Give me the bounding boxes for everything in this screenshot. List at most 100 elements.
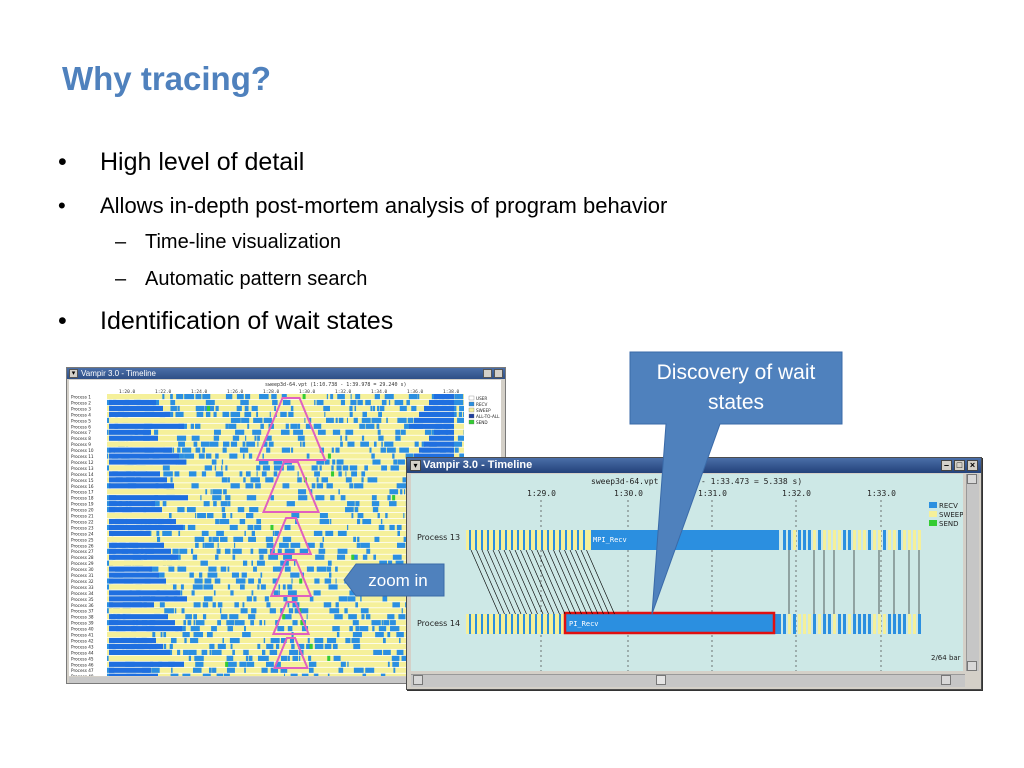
overview-row-bg [107,435,464,441]
p13-stripe [553,530,555,550]
overview-recv-bar [211,459,217,465]
overview-recv-bar [354,405,357,412]
overview-wait-bar [109,614,168,620]
zoom-in-label: zoom in [368,571,428,590]
window-menu-icon[interactable]: ▾ [410,460,421,471]
overview-recv-bar [392,554,402,560]
overview-process-label: Process 11 [71,454,94,459]
p14-right-bar [828,614,831,634]
overview-timeline-chart: sweep3d-64.vpt (1:10.738 - 1:39.978 = 29… [71,382,500,676]
p14-right-bar [798,614,801,634]
overview-wait-bar-end [434,394,454,400]
overview-recv-bar [414,441,419,447]
overview-recv-bar [180,590,183,596]
scroll-right-button[interactable] [941,675,951,685]
p13-right-bar [908,530,911,550]
overview-recv-bar [251,405,258,412]
overview-recv-bar [365,399,371,406]
p14-stripe [481,614,483,634]
p14-stripe [529,614,531,634]
overview-recv-bar [176,394,184,400]
overview-recv-bar [259,394,269,400]
overview-highlight-trapezoid [255,397,327,461]
overview-wait-bar [109,477,167,483]
overview-hscrollbar[interactable] [69,677,503,683]
overview-recv-bar [289,649,299,655]
overview-highlight-trapezoid [271,601,311,635]
overview-recv-bar [305,423,311,429]
overview-recv-bar [242,453,245,459]
overview-process-label: Process 32 [71,579,94,584]
p13-stripe [469,530,471,550]
overview-recv-bar [220,614,228,620]
p13-right-bar [903,530,906,550]
scroll-up-button[interactable] [967,474,977,484]
overview-wait-bar [109,536,157,542]
bullet-mark: • [58,148,67,176]
overview-recv-bar [345,429,354,435]
overview-recv-bar [247,524,254,531]
overview-recv-bar [359,423,365,429]
close-icon[interactable]: × [967,460,978,471]
overview-row-bg [107,608,464,614]
overview-recv-bar [187,620,192,626]
overview-recv-bar [200,441,210,447]
overview-recv-bar [244,530,246,536]
overview-recv-bar [205,411,211,417]
overview-recv-bar [271,394,277,400]
overview-recv-bar [259,554,264,560]
overview-recv-bar [182,632,190,638]
minimize-icon[interactable] [483,369,492,378]
callout-label: Discovery of wait states [656,361,816,414]
scroll-left-button[interactable] [413,675,423,685]
overview-row-bg [107,513,464,519]
overview-recv-bar [213,435,220,441]
zoom-hscrollbar[interactable] [411,674,965,687]
overview-recv-bar [350,394,352,400]
overview-send-bar [327,453,331,459]
overview-recv-bar [203,596,213,602]
overview-row-bg [107,405,464,412]
overview-recv-bar [362,554,368,560]
scroll-down-button[interactable] [967,661,977,671]
overview-recv-bar [361,614,365,620]
overview-recv-bar [380,673,386,676]
message-line [503,549,533,615]
overview-recv-bar [245,483,254,489]
overview-recv-bar [377,513,380,519]
overview-recv-bar [151,667,160,673]
overview-recv-bar [208,536,212,542]
overview-highlight-trapezoid [269,517,313,555]
overview-recv-bar [213,590,216,596]
overview-recv-bar [340,495,346,501]
zoom-legend-swatch [929,520,937,526]
overview-recv-bar [396,632,404,638]
zoom-vscrollbar[interactable] [966,474,979,671]
window-menu-icon[interactable]: ▾ [69,369,78,378]
scroll-thumb[interactable] [656,675,666,685]
overview-recv-bar [235,578,246,584]
overview-recv-bar [360,441,369,447]
overview-recv-bar [401,429,406,435]
overview-recv-bar [221,459,224,465]
overview-recv-bar [291,447,294,453]
maximize-icon[interactable]: □ [954,460,965,471]
overview-recv-bar [349,411,353,417]
minimize-icon[interactable]: – [941,460,952,471]
message-line [514,549,544,615]
overview-wait-bar [109,435,158,441]
overview-recv-bar [366,548,371,554]
overview-wait-bar [109,405,163,412]
p14-stripe [487,614,489,634]
overview-recv-bar [168,566,175,572]
zoom-legend-label: RECV [939,502,958,510]
overview-row-bg [107,673,464,676]
overview-recv-bar [270,637,280,644]
overview-titlebar[interactable]: ▾ Vampir 3.0 - Timeline [67,368,505,379]
overview-wait-bar [109,399,156,406]
maximize-icon[interactable] [494,369,503,378]
overview-recv-bar [351,513,354,519]
overview-recv-bar [324,459,330,465]
overview-recv-bar [293,429,304,435]
overview-recv-bar [349,465,358,471]
